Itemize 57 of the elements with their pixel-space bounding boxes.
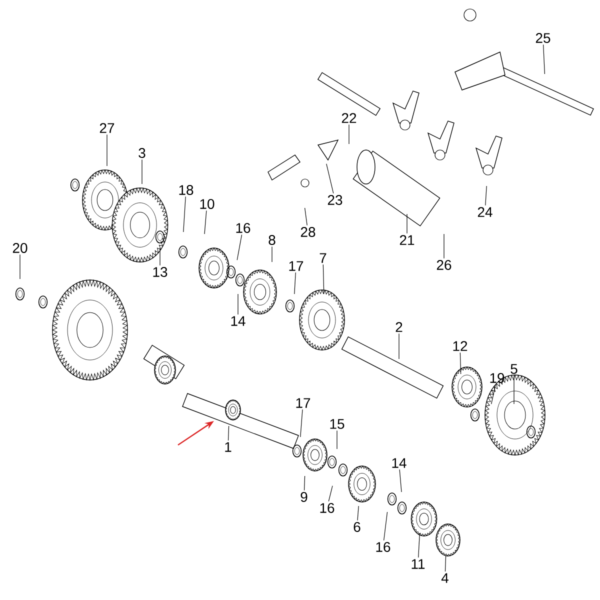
callout-number: 18 xyxy=(179,185,194,195)
leader-line xyxy=(444,556,446,572)
callout-number: 20 xyxy=(12,243,28,253)
callout-number: 11 xyxy=(412,559,425,569)
leader-line xyxy=(384,512,388,541)
leader-line xyxy=(485,186,487,206)
leader-line xyxy=(543,44,545,74)
callout-number: 27 xyxy=(100,123,114,133)
callout-number: 24 xyxy=(478,207,492,217)
leader-line xyxy=(336,430,338,450)
callout-number: 14 xyxy=(392,458,406,468)
leader-line xyxy=(106,134,108,166)
callout-number: 17 xyxy=(289,261,304,271)
callout-number: 3 xyxy=(138,148,146,158)
leader-line xyxy=(491,384,496,404)
leader-line xyxy=(294,272,296,294)
callout-number: 19 xyxy=(490,373,504,383)
leader-line xyxy=(398,333,400,360)
leader-line xyxy=(460,352,462,374)
leader-line xyxy=(348,124,350,144)
callout-number: 8 xyxy=(268,235,276,245)
callout-number: 28 xyxy=(300,227,316,237)
leader-line xyxy=(418,532,420,558)
callout-number: 26 xyxy=(436,260,452,270)
callout-number: 7 xyxy=(320,253,326,263)
leader-line xyxy=(228,426,230,441)
leader-line xyxy=(357,506,359,521)
leader-line xyxy=(204,210,207,234)
callout-number: 6 xyxy=(354,522,360,532)
leader-line xyxy=(304,208,308,226)
callout-number: 10 xyxy=(200,199,214,209)
callout-number: 12 xyxy=(453,341,468,351)
callout-number: 17 xyxy=(296,398,310,408)
leader-line xyxy=(304,476,306,491)
callout-number: 16 xyxy=(376,542,390,552)
leader-line xyxy=(322,264,324,294)
callout-number: 4 xyxy=(441,573,448,583)
callout-number: 22 xyxy=(342,113,356,123)
callout-number: 13 xyxy=(153,267,168,277)
callout-number: 9 xyxy=(300,492,308,502)
callout-number: 14 xyxy=(231,316,246,326)
callout-number: 2 xyxy=(396,322,402,332)
leader-line xyxy=(399,469,402,492)
callout-number: 16 xyxy=(320,503,334,513)
leader-line xyxy=(300,409,303,438)
leader-line xyxy=(328,486,333,502)
leader-line xyxy=(326,164,334,194)
callout-number: 23 xyxy=(328,195,342,205)
callout-number: 16 xyxy=(236,223,250,233)
callout-number: 15 xyxy=(330,419,344,429)
leader-line xyxy=(183,196,186,232)
leader-line xyxy=(236,234,242,260)
callout-number: 1 xyxy=(225,442,232,452)
callout-number: 25 xyxy=(536,33,550,43)
callout-number: 21 xyxy=(400,235,414,245)
leader-line xyxy=(406,214,408,234)
callout-number: 5 xyxy=(510,364,518,374)
